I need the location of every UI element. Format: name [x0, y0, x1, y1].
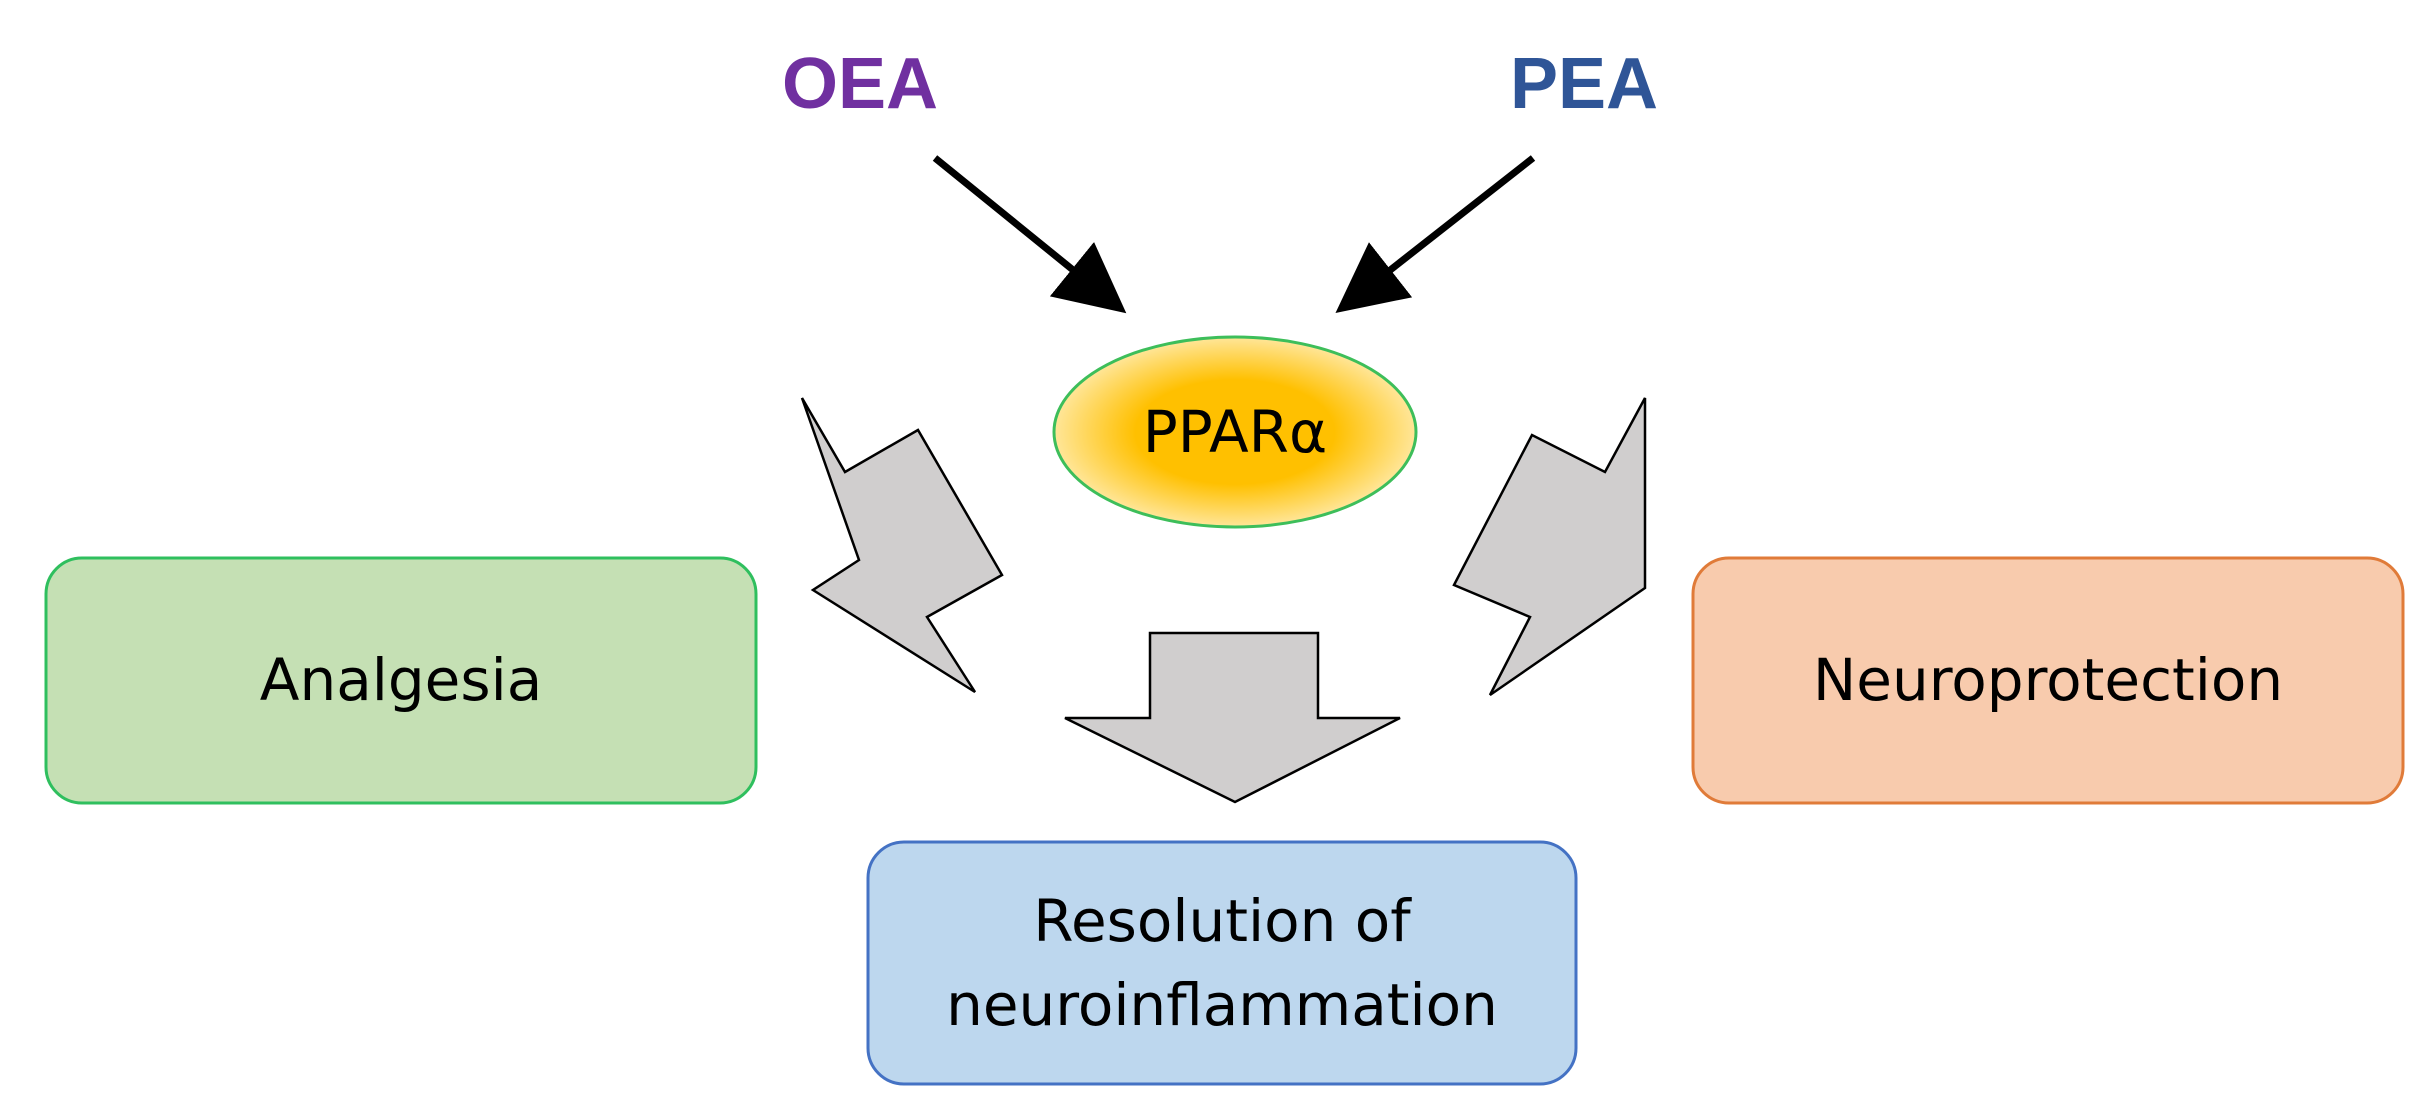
resolution-box: [866, 840, 1578, 1086]
block-arrow-down: [1064, 631, 1401, 804]
analgesia-label: Analgesia: [259, 646, 543, 715]
block-arrow-right: [1452, 397, 1647, 697]
receptor-node: [1052, 335, 1418, 529]
resolution-label: Resolution of neuroinflammation: [946, 886, 1498, 1039]
block-arrow-left: [800, 397, 1004, 694]
neuroprotection-label: Neuroprotection: [1812, 646, 2284, 715]
neuroprotection-box: [1691, 556, 2405, 805]
oea-label: OEA: [782, 44, 939, 124]
pea-to-receptor-arrow: [1335, 155, 1536, 313]
oea-to-receptor-arrow: [932, 155, 1127, 314]
analgesia-box: [44, 556, 758, 805]
receptor-label: PPARα: [1142, 397, 1328, 466]
pea-label: PEA: [1510, 44, 1659, 124]
